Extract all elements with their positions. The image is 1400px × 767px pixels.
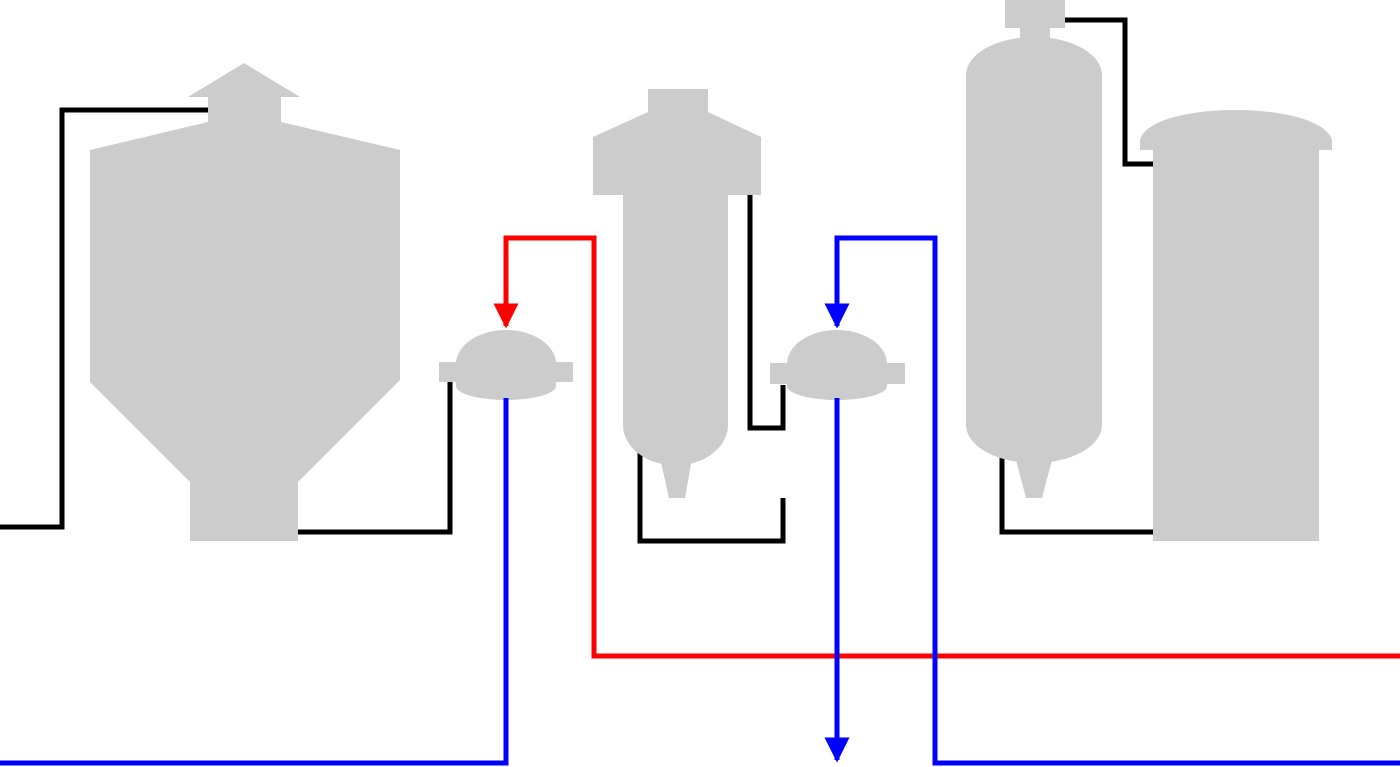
hopper-silo-icon[interactable] bbox=[90, 63, 400, 541]
storage-tank-icon[interactable] bbox=[1140, 110, 1332, 541]
cyclone-icon[interactable] bbox=[593, 89, 761, 498]
heat-exchanger-icon[interactable] bbox=[770, 330, 905, 400]
cold-supply-line bbox=[824, 235, 1400, 766]
cyclone-to-exchanger-line[interactable] bbox=[747, 195, 786, 431]
process-lines bbox=[0, 17, 1160, 544]
heat-exchanger-icon[interactable] bbox=[439, 330, 573, 400]
hot-utility-line[interactable] bbox=[493, 235, 1400, 659]
cyclone-underflow-line[interactable] bbox=[637, 450, 786, 544]
column-overhead-line[interactable] bbox=[1060, 17, 1160, 167]
equipment bbox=[90, 0, 1332, 541]
column-bottoms-line[interactable] bbox=[999, 455, 1160, 535]
silo-feed-line[interactable] bbox=[0, 107, 210, 530]
silo-to-exchanger-line[interactable] bbox=[298, 380, 453, 535]
cold-return-line-1 bbox=[0, 398, 509, 766]
vertical-vessel-icon[interactable] bbox=[966, 0, 1102, 498]
cold-utility-line[interactable] bbox=[0, 235, 1400, 766]
